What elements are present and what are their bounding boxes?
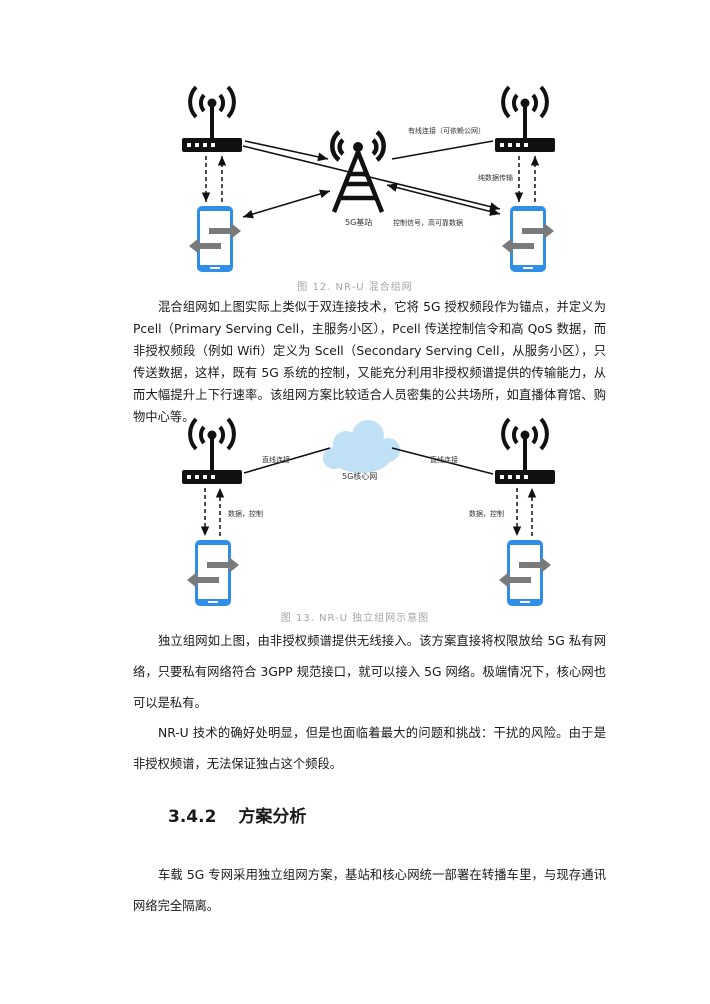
access-point-left-icon xyxy=(180,417,244,486)
label-data-control-left: 数据，控制 xyxy=(228,509,263,518)
figure-13: 直线连接 直线连接 5G核心网 数据，控制 数据，控制 xyxy=(0,412,710,612)
link-ap-left-cloud xyxy=(243,447,331,474)
base-station-tower-icon xyxy=(332,132,383,212)
figure-13-caption: 图 13. NR-U 独立组网示意图 xyxy=(280,613,430,624)
figure-12-caption: 图 12. NR-U 混合组网 xyxy=(297,282,413,293)
link-phone-left-tower xyxy=(242,189,331,219)
section-number: 3.4.2 xyxy=(168,807,217,827)
access-point-right-icon xyxy=(493,85,557,154)
paragraph-2-text: 独立组网如上图，由非授权频谱提供无线接入。该方案直接将权限放给 5G 私有网络，… xyxy=(133,634,606,710)
link-tower-phone-right xyxy=(386,183,501,216)
paragraph-interference: NR-U 技术的确好处明显，但是也面临着最大的问题和挑战：干扰的风险。由于是非授… xyxy=(133,718,606,780)
figure-13-diagram: 直线连接 直线连接 5G核心网 数据，控制 数据，控制 xyxy=(180,417,557,606)
access-point-right-icon xyxy=(493,417,557,486)
link-tower-to-ap-right xyxy=(391,140,494,160)
label-control-signal: 控制信号，高可靠数据 xyxy=(393,218,463,227)
label-pure-data: 纯数据传输 xyxy=(478,173,513,182)
phone-left-icon xyxy=(187,540,239,606)
paragraph-3-text: NR-U 技术的确好处明显，但是也面临着最大的问题和挑战：干扰的风险。由于是非授… xyxy=(133,726,606,771)
access-point-left-icon xyxy=(180,85,244,154)
label-direct-right: 直线连接 xyxy=(430,455,458,464)
paragraph-1-text: 混合组网如上图实际上类似于双连接技术，它将 5G 授权频段作为锚点，并定义为 P… xyxy=(133,300,606,424)
label-core-network: 5G核心网 xyxy=(342,471,377,481)
paragraph-4-text: 车载 5G 专网采用独立组网方案，基站和核心网统一部署在转播车里，与现存通讯网络… xyxy=(133,868,606,913)
link-ap-left-to-tower xyxy=(244,140,329,162)
phone-left-icon xyxy=(189,206,241,272)
label-direct-left: 直线连接 xyxy=(262,455,290,464)
section-heading: 3.4.2 方案分析 xyxy=(168,802,306,827)
label-data-control-right: 数据，控制 xyxy=(469,509,504,518)
label-wired-connection: 有线连接（可依赖公网） xyxy=(408,126,485,135)
paragraph-hybrid-networking: 混合组网如上图实际上类似于双连接技术，它将 5G 授权频段作为锚点，并定义为 P… xyxy=(133,296,606,428)
paragraph-scheme: 车载 5G 专网采用独立组网方案，基站和核心网统一部署在转播车里，与现存通讯网络… xyxy=(133,860,606,922)
figure-12-diagram: 有线连接（可依赖公网） 纯数据传输 5G基站 控制信号，高可靠数据 xyxy=(180,85,557,272)
phone-right-icon xyxy=(502,206,554,272)
paragraph-standalone-networking: 独立组网如上图，由非授权频谱提供无线接入。该方案直接将权限放给 5G 私有网络，… xyxy=(133,626,606,719)
label-base-station: 5G基站 xyxy=(345,217,372,227)
figure-12: 有线连接（可依赖公网） 纯数据传输 5G基站 控制信号，高可靠数据 xyxy=(0,84,710,290)
link-cloud-ap-right xyxy=(391,447,494,475)
core-network-cloud-icon xyxy=(323,420,400,473)
section-title: 方案分析 xyxy=(238,807,307,827)
phone-right-icon xyxy=(499,540,551,606)
